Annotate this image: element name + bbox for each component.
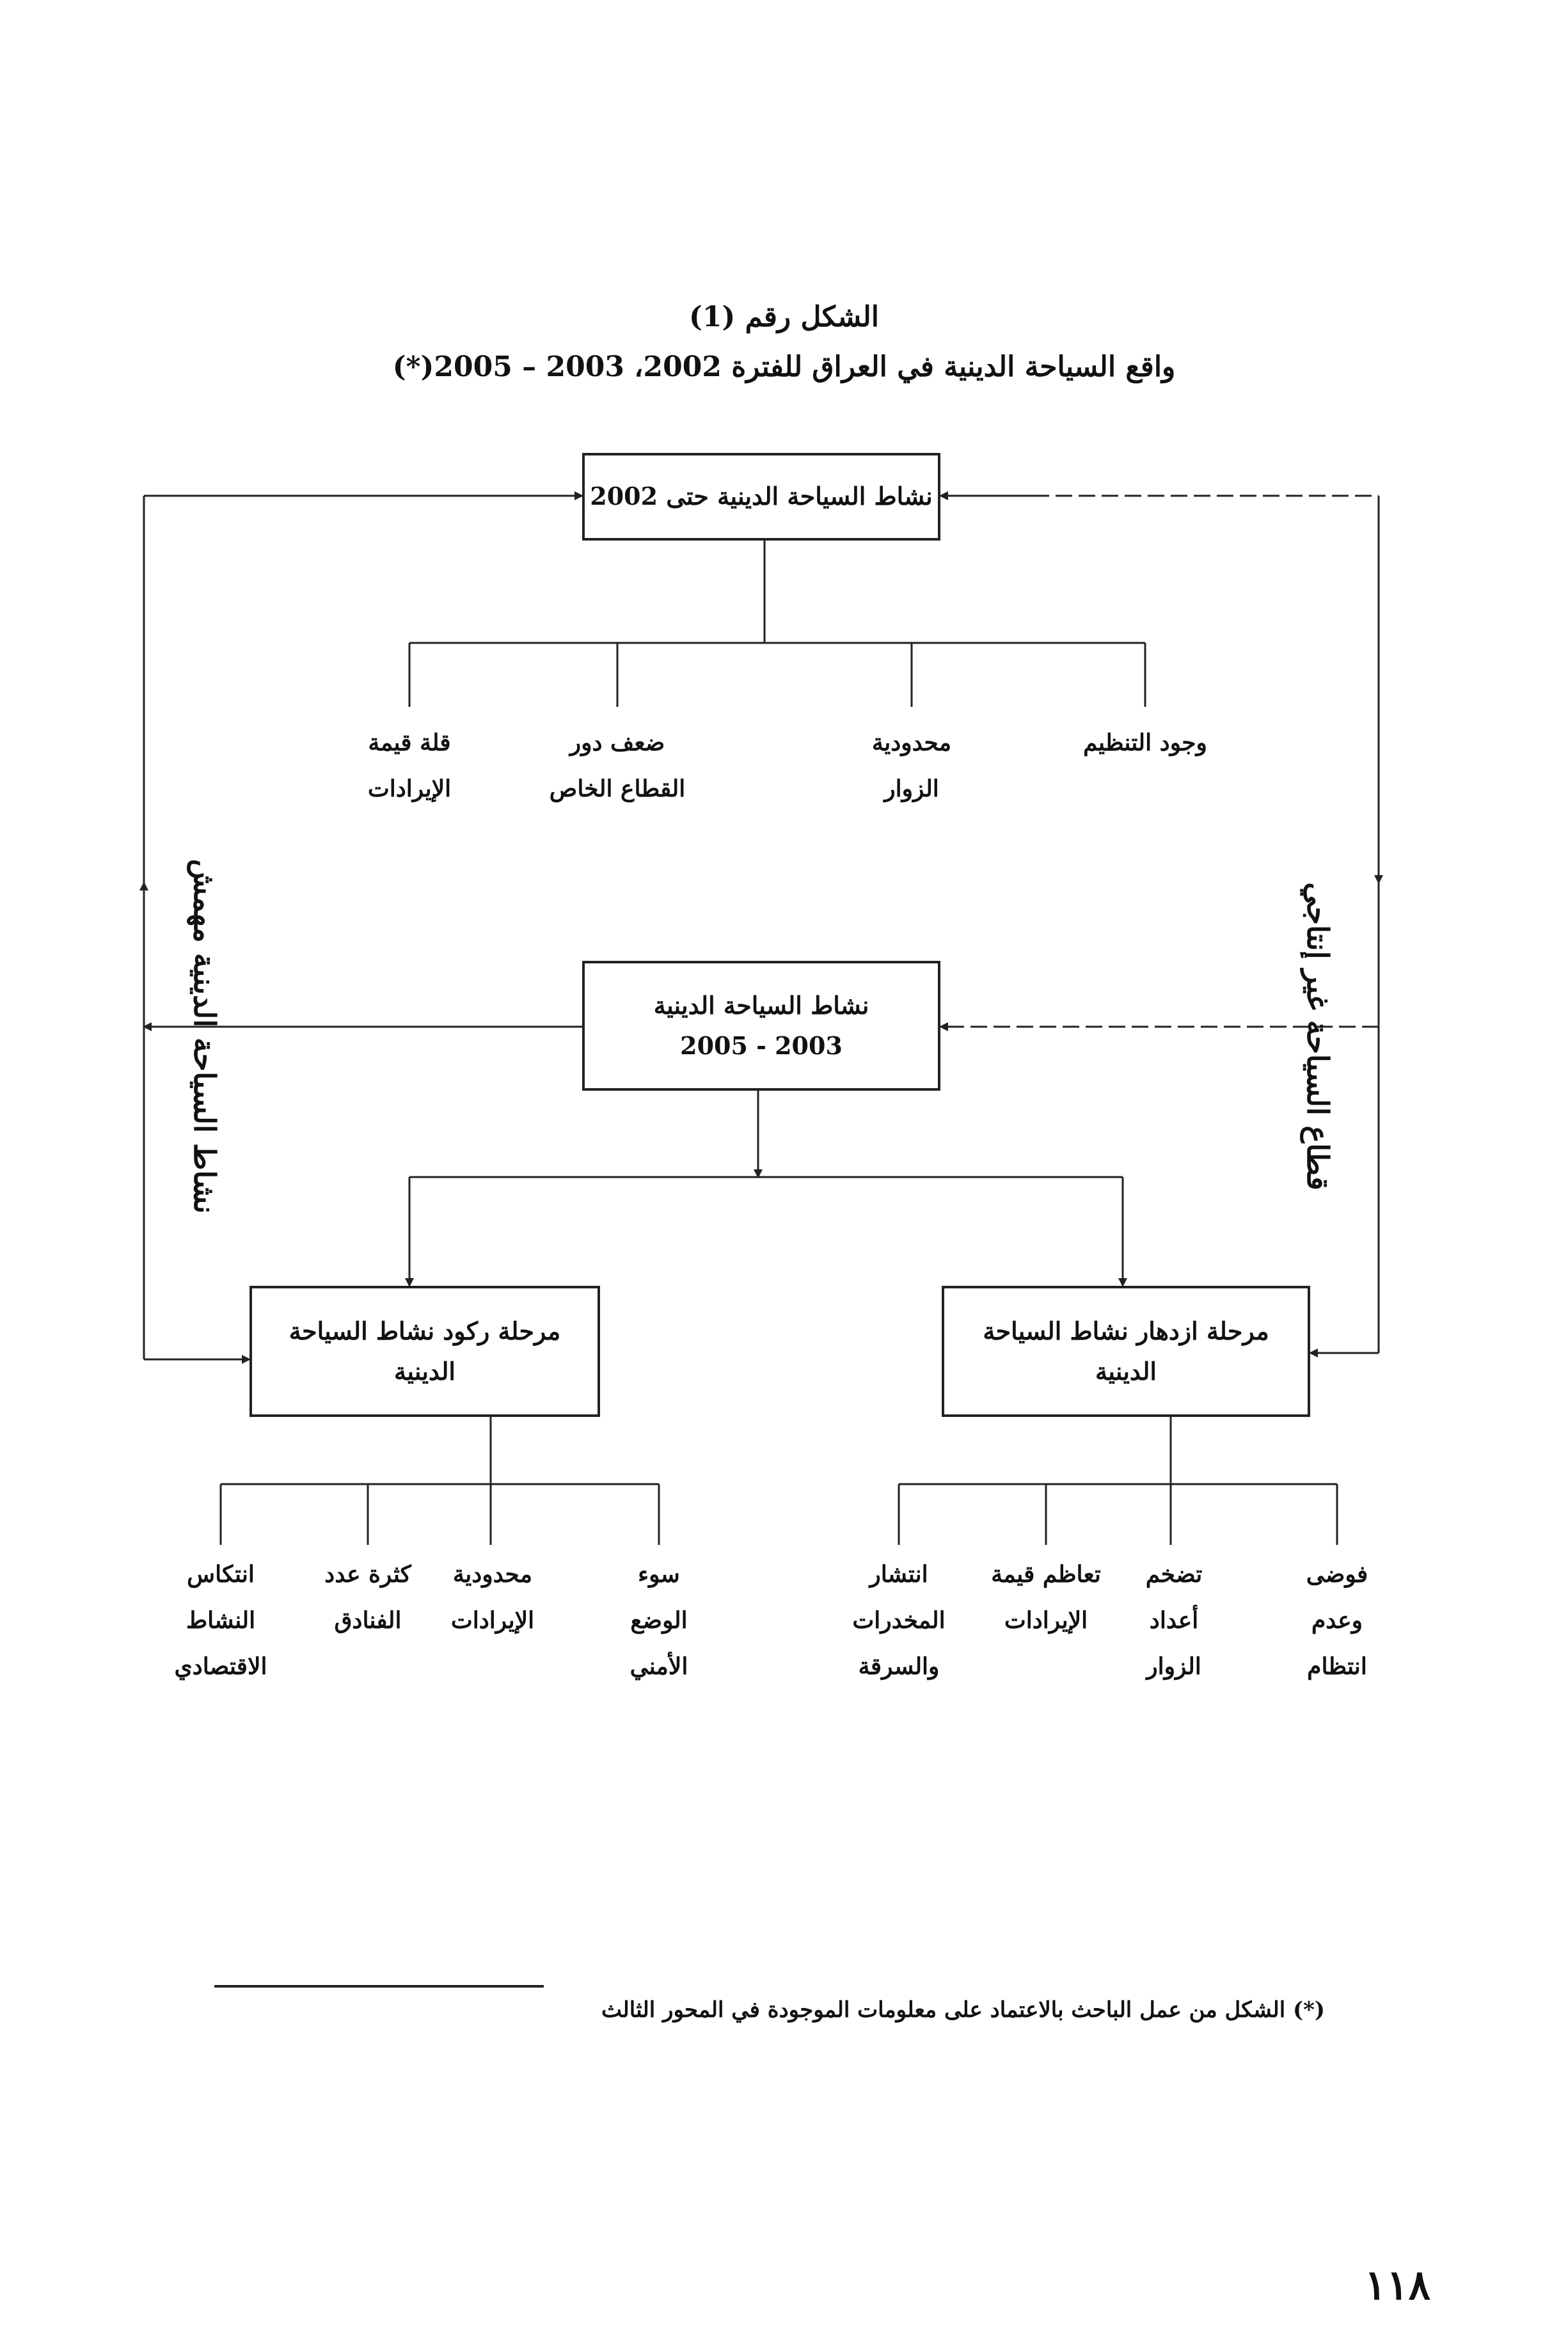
stagnation-child-economy: انتكاس النشاط الاقتصادي [174,1561,267,1680]
footnote: (*) الشكل من عمل الباحث بالاعتماد على مع… [601,1997,1325,2023]
box-2003-2005-title: نشاط السياحة الدينية [653,990,869,1020]
boom-child-chaos: فوضى وعدم انتظام [1306,1561,1368,1680]
figure-caption: واقع السياحة الدينية في العراق للفترة 20… [392,351,1176,383]
boom-child-visitors: تضخم أعداد الزوار [1145,1561,1203,1680]
boom-child-revenue: تعاظم قيمة الإيرادات [991,1561,1101,1634]
stagnation-child-security: سوء الوضع الأمني [630,1561,688,1680]
top-child-organization: وجود التنظيم [1083,729,1207,756]
box-2003-2005: نشاط السياحة الدينية 2005 - 2003 [582,961,940,1091]
side-label-left: نشاط السياحة الدينية مهمش [187,858,222,1214]
box-until-2002-text: نشاط السياحة الدينية حتى 2002 [590,482,933,511]
stagnation-child-hotels: كثرة عدد الفنادق [324,1561,411,1634]
side-label-right: قطاع السياحة غير إنتاجي [1301,882,1335,1190]
box-boom-phase: مرحلة ازدهار نشاط السياحة الدينية [942,1286,1310,1417]
boom-child-drugs-theft: انتشار المخدرات والسرقة [852,1561,946,1680]
top-child-visitors: محدودية الزوار [871,729,952,802]
box-until-2002: نشاط السياحة الدينية حتى 2002 [582,453,940,541]
top-child-private-sector: ضعف دور القطاع الخاص [549,729,686,802]
figure-label: الشكل رقم (1) [689,301,879,333]
top-child-revenue: قلة قيمة الإيرادات [367,729,452,802]
stagnation-child-revenue: محدودية الإيرادات [450,1561,535,1634]
box-2003-2005-years: 2005 - 2003 [680,1031,843,1060]
box-stagnation-phase: مرحلة ركود نشاط السياحة الدينية [249,1286,600,1417]
page-number: ١١٨ [1364,2261,1430,2309]
